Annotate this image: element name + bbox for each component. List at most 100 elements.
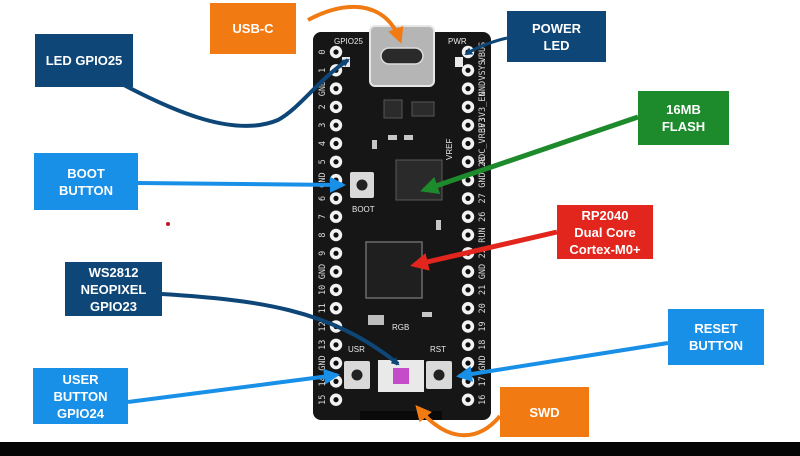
left-pin-label: GND (318, 172, 328, 187)
silk-boot: BOOT (352, 205, 375, 214)
usb-c-opening (380, 47, 424, 65)
arrow-flash (420, 114, 639, 194)
left-pin-label: 4 (318, 141, 328, 146)
passive-1 (388, 135, 397, 140)
arrow-led-gpio25 (121, 58, 350, 128)
right-pin-label: ADC_VREF (478, 123, 488, 164)
regulator-pad (411, 101, 435, 117)
left-header-pins (329, 45, 343, 406)
right-pin-hole (465, 323, 471, 330)
reset-button-cap (433, 369, 445, 381)
right-pin-label: 22 (478, 248, 488, 258)
right-pin-label: 28 (478, 157, 488, 167)
right-pin-label: VSYS (478, 60, 488, 80)
left-pin-label: GND (318, 355, 328, 370)
silk-gpio25: GPIO25 (334, 37, 363, 46)
right-pin-label: 27 (478, 193, 488, 203)
label-power-led: POWER LED (507, 11, 606, 62)
label-ws2812: WS2812 NEOPIXEL GPIO23 (65, 262, 162, 316)
silk-pwr: PWR (448, 37, 467, 46)
right-pin-label: 19 (478, 321, 488, 331)
right-pin-hole (465, 140, 471, 147)
arrow-swd (415, 404, 502, 438)
left-pin-label: 15 (318, 395, 328, 405)
label-led-gpio25: LED GPIO25 (35, 34, 133, 87)
left-pin-hole (333, 104, 339, 110)
left-pin-label: 8 (318, 232, 328, 237)
right-pin-hole (465, 214, 471, 220)
right-pin-label: GND (478, 355, 488, 370)
left-pin-hole (333, 305, 339, 311)
left-pin-label: 1 (318, 68, 328, 73)
silk-rst: RST (430, 345, 446, 354)
left-pin-label: 0 (318, 49, 328, 54)
left-pin-label: 13 (318, 340, 328, 350)
arrow-reset-button (456, 341, 669, 382)
right-pin-hole (465, 195, 471, 201)
right-pin-label: 18 (478, 340, 488, 350)
left-pin-hole (333, 122, 339, 128)
right-pin-hole (465, 305, 471, 311)
right-pin-labels: VBUSVSYSGND3V3_EN3V3ADC_VREF28GND2726RUN… (478, 42, 488, 405)
right-pin-label: RUN (478, 227, 488, 242)
right-pin-hole (465, 122, 471, 128)
flash-chip (395, 159, 443, 201)
label-boot-button: BOOT BUTTON (34, 153, 138, 210)
right-pin-hole (465, 232, 471, 238)
pcb-board (313, 32, 491, 420)
left-pin-hole (333, 342, 339, 348)
left-pin-hole (333, 287, 339, 293)
right-pin-hole (465, 104, 471, 110)
left-pin-hole (333, 177, 339, 183)
left-pin-label: GND (318, 81, 328, 96)
arrow-boot-button (137, 176, 346, 193)
right-pin-label: VBUS (478, 42, 488, 62)
right-pin-hole (465, 397, 471, 403)
ws2812-die (393, 368, 409, 384)
silk-rgb: RGB (392, 323, 409, 332)
right-pin-hole (465, 159, 471, 165)
bottom-bar (0, 442, 800, 456)
right-pin-label: GND (478, 264, 488, 279)
power-led (455, 57, 463, 67)
crystal (368, 315, 384, 325)
right-pin-hole (465, 360, 471, 366)
right-pin-label: GND (478, 172, 488, 187)
right-pin-label: 26 (478, 212, 488, 222)
left-pin-hole (333, 195, 339, 201)
arrow-user-button (127, 368, 340, 404)
left-pin-hole (333, 159, 339, 165)
label-user-button: USER BUTTON GPIO24 (33, 368, 128, 424)
left-pin-label: 9 (318, 251, 328, 256)
silk-vref: VREF (445, 139, 454, 160)
left-pin-label: 7 (318, 214, 328, 219)
right-pin-hole (465, 378, 471, 384)
right-header-pins (461, 45, 475, 406)
boot-button-cap (356, 179, 368, 191)
left-pin-label: 10 (318, 285, 328, 295)
label-swd: SWD (500, 387, 589, 437)
left-pin-hole (333, 360, 339, 366)
label-usb-c: USB-C (210, 3, 296, 54)
left-pin-hole (333, 140, 339, 147)
left-pin-hole (333, 232, 339, 238)
right-pin-label: 21 (478, 285, 488, 295)
left-pin-label: 14 (318, 376, 328, 386)
left-pin-hole (333, 378, 339, 384)
arrow-power-led (464, 36, 508, 56)
passive-4 (436, 220, 441, 230)
left-pin-hole (333, 49, 339, 55)
arrow-usb-c (307, 4, 404, 44)
arrow-rp2040 (410, 229, 558, 271)
left-pin-label: 6 (318, 196, 328, 201)
right-pin-hole (465, 269, 471, 275)
label-rp2040: RP2040 Dual Core Cortex-M0+ (557, 205, 653, 259)
left-pin-hole (333, 214, 339, 220)
left-pin-label: 11 (318, 303, 328, 313)
left-pin-label: 2 (318, 104, 328, 109)
arrow-ws2812 (161, 292, 400, 366)
left-pin-label: 3 (318, 123, 328, 128)
